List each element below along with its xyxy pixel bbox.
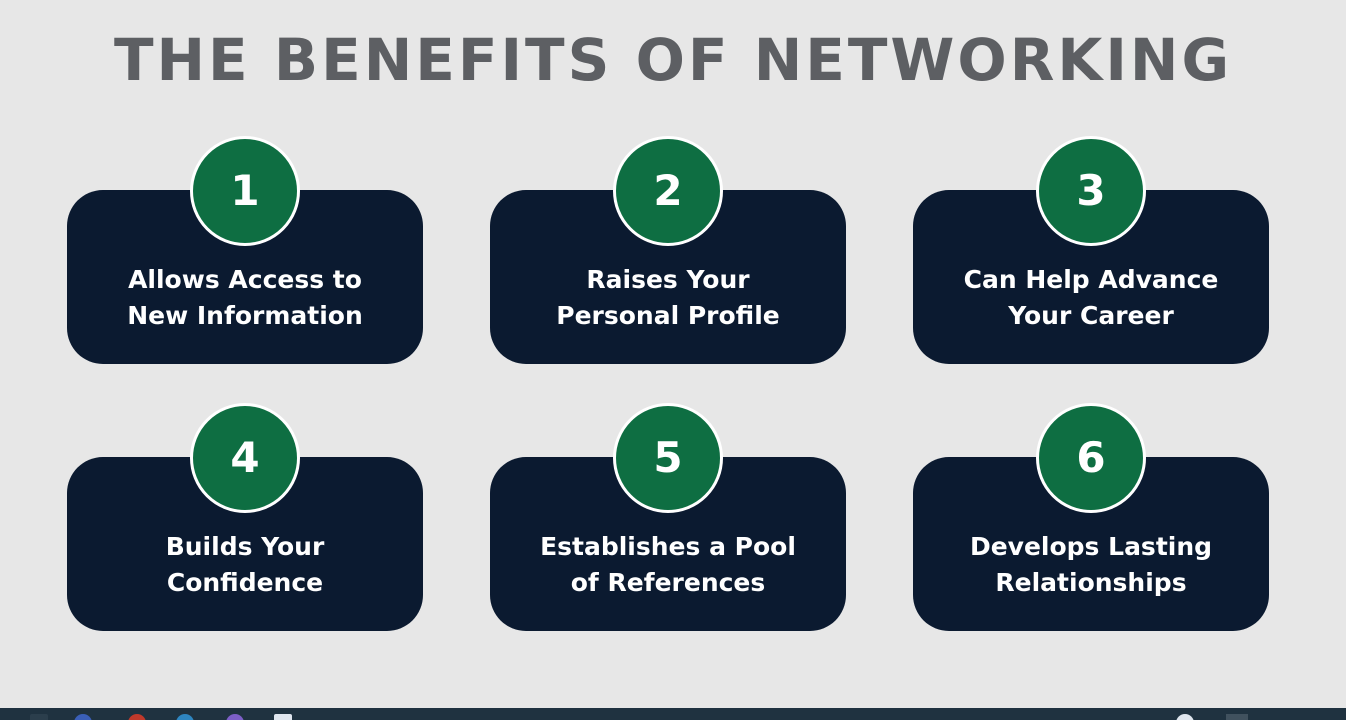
benefit-text: Allows Access to New Information: [127, 265, 363, 330]
page-title: THE BENEFITS OF NETWORKING: [113, 26, 1233, 94]
number-badge: 2: [613, 136, 723, 246]
benefit-card-2: 2 Raises Your Personal Profile: [490, 136, 846, 364]
window-icon[interactable]: [274, 714, 292, 720]
benefit-text: Raises Your Personal Profile: [556, 265, 780, 330]
browser-icon[interactable]: [176, 714, 194, 720]
benefit-text: Establishes a Pool of References: [540, 532, 796, 597]
user-icon[interactable]: [1176, 714, 1194, 720]
benefit-card-4: 4 Builds Your Confidence: [67, 403, 423, 631]
benefit-card-3: 3 Can Help Advance Your Career: [913, 136, 1269, 364]
number-badge: 5: [613, 403, 723, 513]
taskbar: [0, 708, 1346, 720]
benefit-card-1: 1 Allows Access to New Information: [67, 136, 423, 364]
benefit-card-5: 5 Establishes a Pool of References: [490, 403, 846, 631]
benefit-text: Develops Lasting Relationships: [969, 532, 1213, 597]
app-icon[interactable]: [226, 714, 244, 720]
benefit-text: Can Help Advance Your Career: [963, 265, 1219, 330]
start-icon[interactable]: [30, 714, 48, 720]
number-badge: 1: [190, 136, 300, 246]
benefit-text: Builds Your Confidence: [165, 532, 325, 597]
chrome-icon[interactable]: [128, 714, 146, 720]
number-badge: 3: [1036, 136, 1146, 246]
edge-icon[interactable]: [74, 714, 92, 720]
benefit-card-6: 6 Develops Lasting Relationships: [913, 403, 1269, 631]
system-icon[interactable]: [1226, 714, 1248, 720]
number-badge: 6: [1036, 403, 1146, 513]
number-badge: 4: [190, 403, 300, 513]
